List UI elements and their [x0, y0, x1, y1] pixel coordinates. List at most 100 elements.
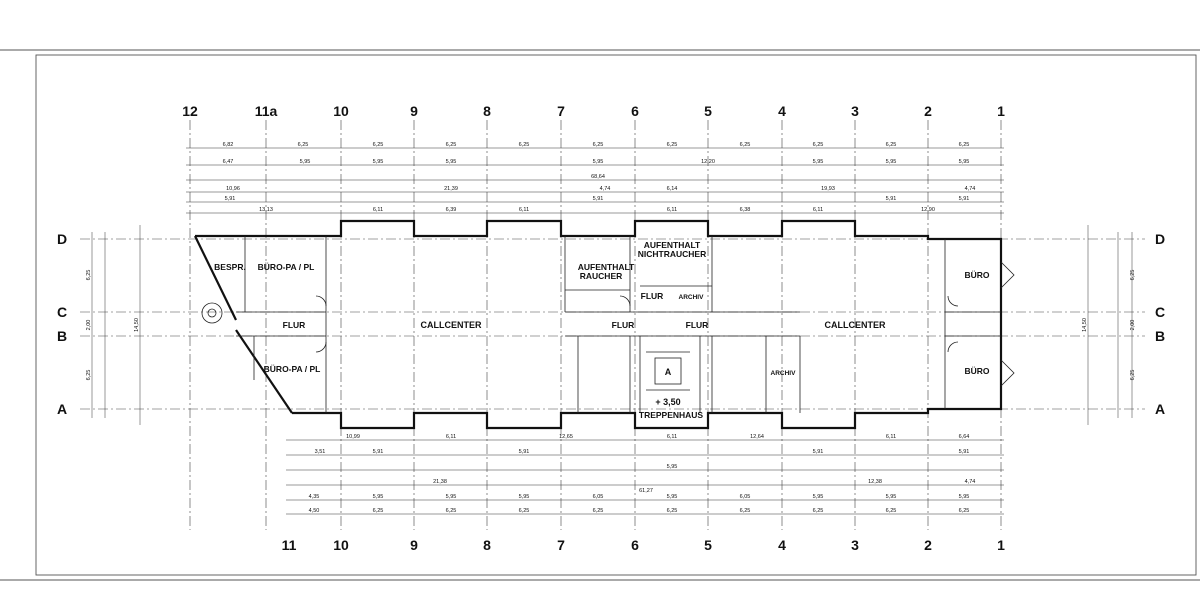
bottom-axis-label-8: 8	[483, 537, 491, 553]
room-label-aufenthalt-nicht-1: AUFENTHALT	[644, 240, 701, 250]
dim-text: 5,95	[593, 159, 604, 165]
bottom-axis-label-11: 11	[282, 537, 297, 553]
dim-text: 6,11	[373, 207, 383, 213]
room-label-archiv-center: ARCHIV	[679, 294, 705, 301]
dim-text: 12,20	[701, 159, 715, 165]
dim-text: 6,25	[519, 142, 530, 148]
dim-text: 5,95	[667, 494, 678, 500]
dim-text: 5,95	[886, 159, 897, 165]
bottom-axis-label-10: 10	[333, 537, 349, 553]
dim-text: 61,27	[639, 488, 653, 494]
dim-text: 14,50	[134, 318, 140, 332]
bottom-axis-label-1: 1	[997, 537, 1005, 553]
top-dimension-lines	[186, 147, 1004, 214]
dim-text: 5,91	[959, 449, 970, 455]
dim-text: 6,25	[1130, 370, 1136, 381]
axis-label-1: 1	[997, 103, 1005, 119]
dim-text: 5,91	[813, 449, 824, 455]
dim-text: 6,25	[446, 142, 457, 148]
dim-text: 2,00	[1130, 320, 1136, 331]
dim-text: 10,96	[226, 186, 240, 192]
row-label-d-left: D	[57, 231, 67, 247]
dim-text: 6,11	[446, 434, 456, 440]
dim-text: 5,95	[519, 494, 530, 500]
row-label-a-right: A	[1155, 401, 1165, 417]
row-labels: D C B A D C B A	[57, 231, 1165, 417]
room-label-flur-mid-right: FLUR	[686, 320, 709, 330]
dim-text: 19,93	[821, 186, 835, 192]
dim-text: 6,25	[740, 508, 751, 514]
dim-text: 6,11	[667, 207, 677, 213]
dim-text: 6,25	[959, 508, 970, 514]
top-dimension-row-5: 5,91 5,91 5,91 5,91	[225, 196, 970, 202]
row-label-b-right: B	[1155, 328, 1165, 344]
dim-text: 6,25	[446, 508, 457, 514]
room-label-level: + 3,50	[655, 397, 680, 407]
dim-text: 6,25	[886, 508, 897, 514]
dim-text: 5,95	[300, 159, 311, 165]
room-label-callcenter-left: CALLCENTER	[421, 320, 482, 330]
dim-text: 4,74	[600, 186, 611, 192]
top-dimension-row-3: 68,64	[591, 174, 605, 180]
dim-text: 6,25	[740, 142, 751, 148]
dim-text: 12,90	[921, 207, 935, 213]
room-label-elevator: A	[665, 367, 672, 377]
top-dimension-row-2: 6,47 5,95 5,95 5,95 5,95 12,20 5,95 5,95…	[223, 159, 970, 165]
dim-text: 21,38	[433, 479, 447, 485]
dim-text: 10,99	[346, 434, 360, 440]
dim-text: 6,25	[593, 142, 604, 148]
room-label-flur-left: FLUR	[283, 320, 306, 330]
dim-text: 6,47	[223, 159, 234, 165]
room-label-bespr: BESPR.	[214, 262, 246, 272]
bottom-axis-label-9: 9	[410, 537, 418, 553]
dim-text: 6,25	[373, 142, 384, 148]
dim-text: 6,05	[593, 494, 604, 500]
axis-label-12: 12	[182, 103, 198, 119]
room-label-buero-top-right: BÜRO	[964, 270, 989, 280]
dim-text: 6,38	[740, 207, 751, 213]
dim-text: 12,65	[559, 434, 573, 440]
dim-text: 5,91	[373, 449, 384, 455]
left-side-dimensions: 6,25 2,00 6,25 14,50	[86, 225, 141, 425]
axis-label-6: 6	[631, 103, 639, 119]
bottom-axis-label-6: 6	[631, 537, 639, 553]
dim-text: 5,91	[519, 449, 530, 455]
dim-text: 5,95	[373, 159, 384, 165]
axis-label-9: 9	[410, 103, 418, 119]
bottom-dimension-row-6: 4,50 6,25 6,25 6,25 6,25 6,25 6,25 6,25 …	[309, 508, 970, 514]
row-label-c-right: C	[1155, 304, 1165, 320]
dim-text: 6,11	[667, 434, 677, 440]
bottom-axis-labels: 11 10 9 8 7 6 5 4 3 2 1	[282, 537, 1006, 553]
bottom-dimension-row-1: 10,99 6,11 12,65 6,11 12,64 6,11 6,64	[346, 434, 969, 440]
dim-text: 3,51	[315, 449, 326, 455]
room-label-archiv-right: ARCHIV	[771, 370, 797, 377]
dim-text: 6,14	[667, 186, 678, 192]
dim-text: 6,11	[886, 434, 896, 440]
dim-text: 5,91	[593, 196, 604, 202]
dim-text: 4,74	[965, 186, 976, 192]
dim-text: 5,95	[446, 494, 457, 500]
dim-text: 5,95	[959, 159, 970, 165]
dim-text: 12,64	[750, 434, 764, 440]
dim-text: 5,95	[813, 159, 824, 165]
dim-text: 6,25	[86, 270, 92, 281]
dim-text: 6,25	[1130, 270, 1136, 281]
dim-text: 6,11	[519, 207, 529, 213]
row-label-d-right: D	[1155, 231, 1165, 247]
bottom-axis-label-3: 3	[851, 537, 859, 553]
dim-text: 6,25	[298, 142, 309, 148]
bottom-dimension-row-5: 4,35 5,95 5,95 5,95 6,05 5,95 6,05 5,95 …	[309, 494, 970, 500]
dim-text: 68,64	[591, 174, 605, 180]
dim-text: 5,91	[886, 196, 897, 202]
room-label-aufenthalt-raucher-2: RAUCHER	[580, 271, 623, 281]
dim-text: 4,35	[309, 494, 320, 500]
dim-text: 5,91	[959, 196, 970, 202]
dim-text: 5,95	[446, 159, 457, 165]
dim-text: 5,95	[813, 494, 824, 500]
bottom-axis-label-7: 7	[557, 537, 565, 553]
axis-label-3: 3	[851, 103, 859, 119]
dim-text: 6,25	[886, 142, 897, 148]
top-axis-labels: 12 11a 10 9 8 7 6 5 4 3 2 1	[182, 103, 1005, 119]
axis-label-2: 2	[924, 103, 932, 119]
